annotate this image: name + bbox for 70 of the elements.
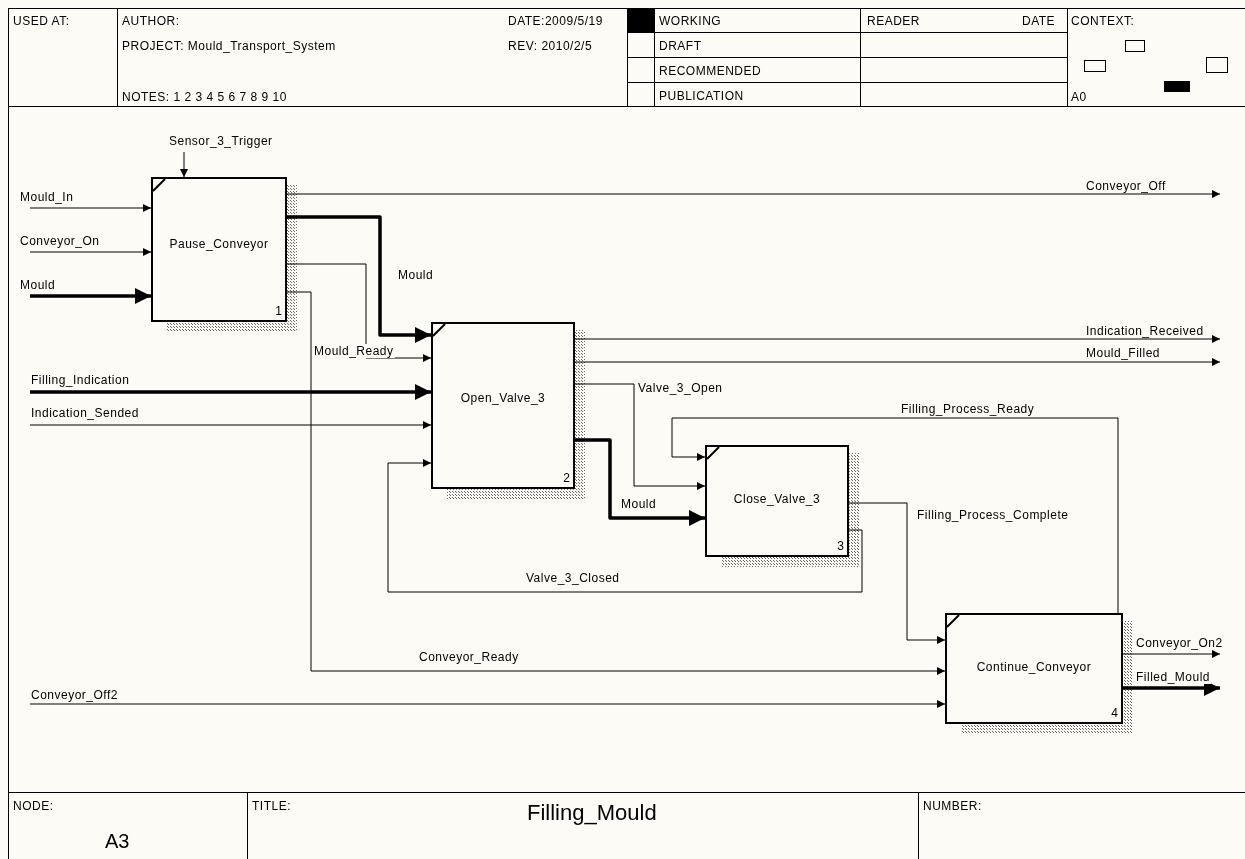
edge-label: Valve_3_Closed (525, 571, 621, 585)
form-field-label: TITLE: (252, 798, 291, 815)
form-field-label: READER (867, 13, 920, 30)
arrow (286, 190, 1221, 198)
box-number: 3 (837, 538, 844, 555)
activity-name: Open_Valve_3 (459, 390, 547, 408)
form-field-label: REV: 2010/2/5 (508, 38, 593, 55)
activity-name: Pause_Conveyor (168, 236, 270, 254)
arrow (29, 204, 152, 212)
arrow (30, 288, 151, 304)
activity-name: Continue_Conveyor (975, 658, 1093, 676)
activity-name: Close_Valve_3 (732, 491, 822, 509)
form-field-label: DATE (1022, 13, 1056, 30)
arrow (286, 291, 946, 675)
form-field-label: WORKING (659, 13, 722, 30)
arrow (30, 384, 431, 400)
edge-label: Filling_Process_Complete (916, 508, 1070, 522)
arrow (180, 151, 188, 178)
form-field-label: NODE: (13, 798, 54, 815)
form-field-label: AUTHOR: (122, 13, 180, 30)
edge-label: Sensor_3_Trigger (168, 134, 274, 148)
edge-label: Conveyor_Off2 (30, 688, 119, 702)
form-field-label: NOTES: 1 2 3 4 5 6 7 8 9 10 (122, 89, 287, 106)
arrow (387, 459, 863, 593)
activity-box (431, 322, 575, 489)
edge-label: Conveyor_Off (1085, 179, 1167, 193)
arrow (1122, 650, 1221, 658)
edge-label: Indication_Received (1085, 324, 1205, 338)
form-field-label: DATE:2009/5/19 (508, 13, 603, 30)
edge-label: Valve_3_Open (637, 381, 724, 395)
activity-box (705, 445, 849, 557)
edge-label: Mould (620, 497, 658, 511)
form-field-label: PROJECT: Mould_Transport_System (122, 38, 336, 55)
form-field-label: USED AT: (13, 13, 70, 30)
edge-label: Mould (397, 268, 435, 282)
diagram-title: Filling_Mould (527, 799, 657, 827)
edge-label: Mould_In (19, 190, 75, 204)
edge-label: Mould (19, 278, 57, 292)
form-field-label: DRAFT (659, 38, 702, 55)
edge-label: Conveyor_On (19, 234, 101, 248)
arrow (848, 502, 946, 644)
edge-label: Mould_Ready (313, 344, 395, 358)
edge-label: Conveyor_Ready (418, 650, 520, 664)
edge-label: Mould_Filled (1085, 346, 1162, 360)
edge-label: Filled_Mould (1135, 670, 1212, 684)
form-field-label: RECOMMENDED (659, 63, 762, 80)
arrow (574, 383, 706, 490)
arrow (287, 215, 431, 343)
form-field-label: NUMBER: (923, 798, 982, 815)
node-number: A3 (105, 829, 130, 854)
arrow (575, 438, 705, 526)
box-number: 4 (1111, 705, 1118, 722)
edge-label: Filling_Process_Ready (900, 402, 1036, 416)
arrow (574, 358, 1221, 366)
arrow (286, 263, 432, 362)
activity-box (151, 177, 287, 322)
edge-label: Indication_Sended (30, 406, 140, 420)
form-field-label: CONTEXT: (1071, 13, 1135, 30)
form-field-label: A0 (1071, 89, 1087, 106)
arrow (29, 700, 946, 708)
arrow (29, 248, 152, 256)
activity-box (945, 613, 1123, 724)
box-number: 2 (563, 470, 570, 487)
edge-label: Filling_Indication (30, 373, 131, 387)
form-field-label: PUBLICATION (659, 88, 744, 105)
box-number: 1 (275, 303, 282, 320)
arrow (671, 417, 1119, 614)
arrow (574, 335, 1221, 343)
edge-label: Conveyor_On2 (1135, 636, 1224, 650)
arrow (29, 421, 432, 429)
